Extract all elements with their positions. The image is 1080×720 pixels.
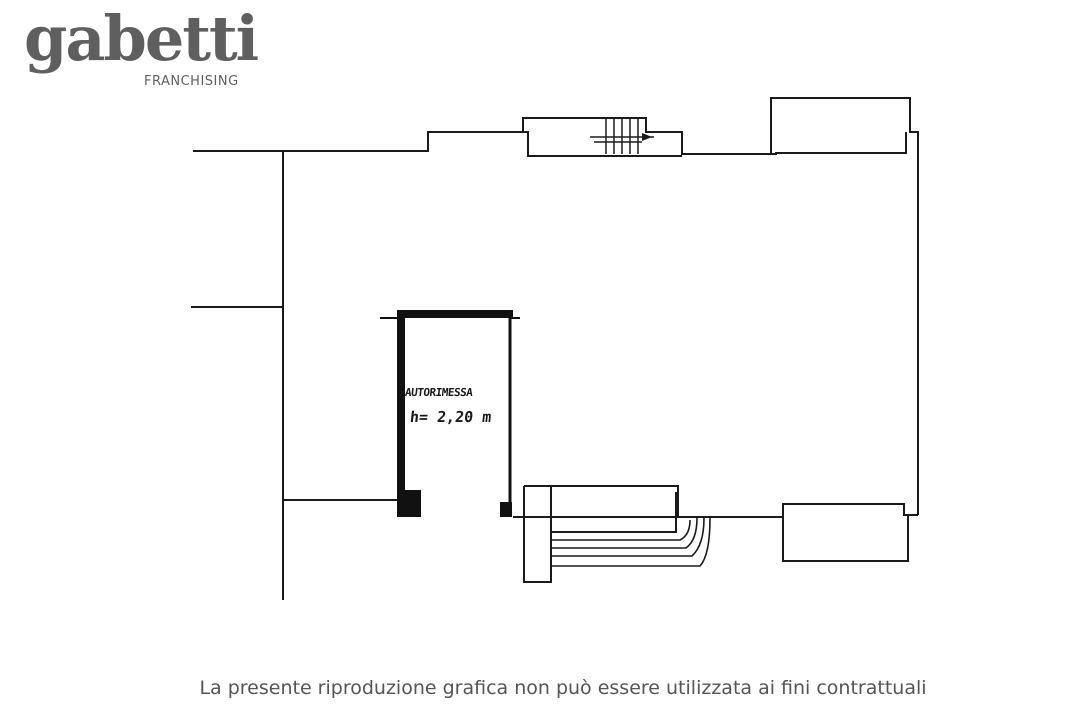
- room-height-label: h= 2,20 m: [409, 408, 493, 426]
- logo-subtitle: FRANCHISING: [144, 74, 239, 89]
- outer-walls: [191, 97, 919, 600]
- garage-room: [380, 310, 520, 517]
- top-stairs: [590, 118, 654, 154]
- bottom-stairs: [551, 517, 711, 567]
- gabetti-logo: gabetti FRANCHISING: [22, 8, 262, 109]
- disclaimer-text: La presente riproduzione grafica non può…: [199, 677, 927, 699]
- logo-wordmark: gabetti: [24, 2, 259, 75]
- room-name-label: AUTORIMESSA: [404, 386, 474, 399]
